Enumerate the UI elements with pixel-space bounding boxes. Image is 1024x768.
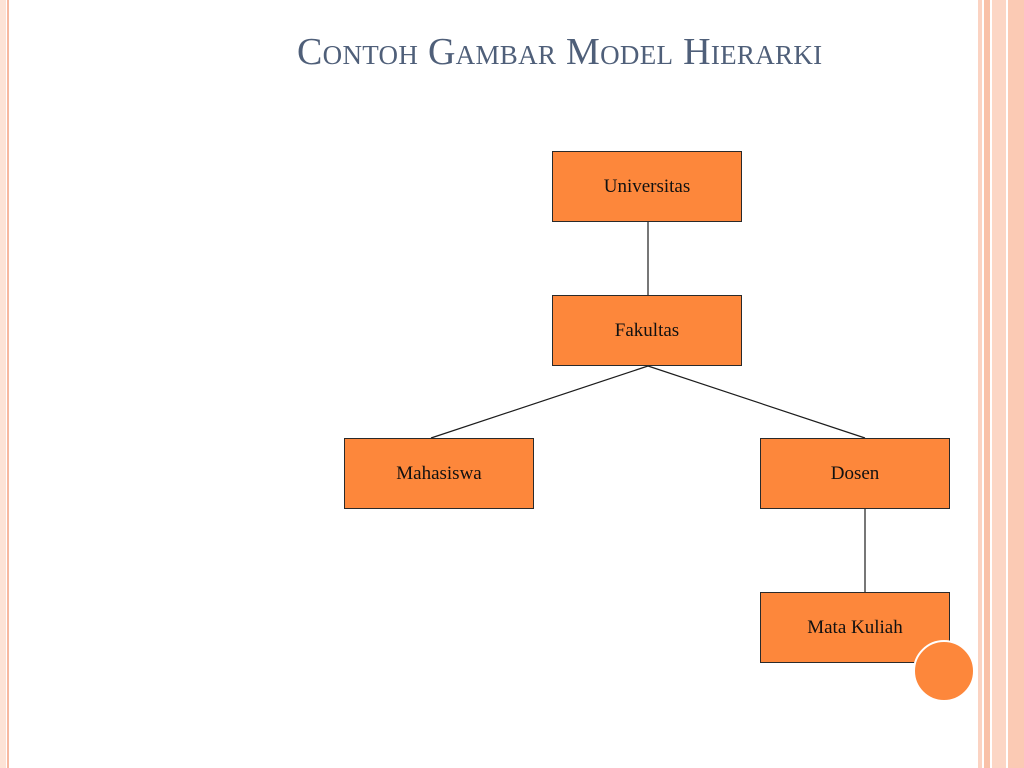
left-border-stripe — [0, 0, 6, 768]
right-border-stripe — [1008, 0, 1024, 768]
node-mata-kuliah: Mata Kuliah — [760, 592, 950, 663]
node-dosen: Dosen — [760, 438, 950, 509]
decorative-circle — [913, 640, 975, 702]
node-universitas: Universitas — [552, 151, 742, 222]
right-border-stripe — [984, 0, 990, 768]
connector-fakultas-dosen — [647, 365, 866, 439]
right-border-stripe — [992, 0, 1006, 768]
right-border-stripe — [978, 0, 982, 768]
node-mahasiswa: Mahasiswa — [344, 438, 534, 509]
left-border-stripe — [7, 0, 9, 768]
node-fakultas: Fakultas — [552, 295, 742, 366]
slide-title: Contoh Gambar Model Hierarki — [297, 31, 823, 73]
connector-fakultas-mahasiswa — [430, 365, 649, 439]
